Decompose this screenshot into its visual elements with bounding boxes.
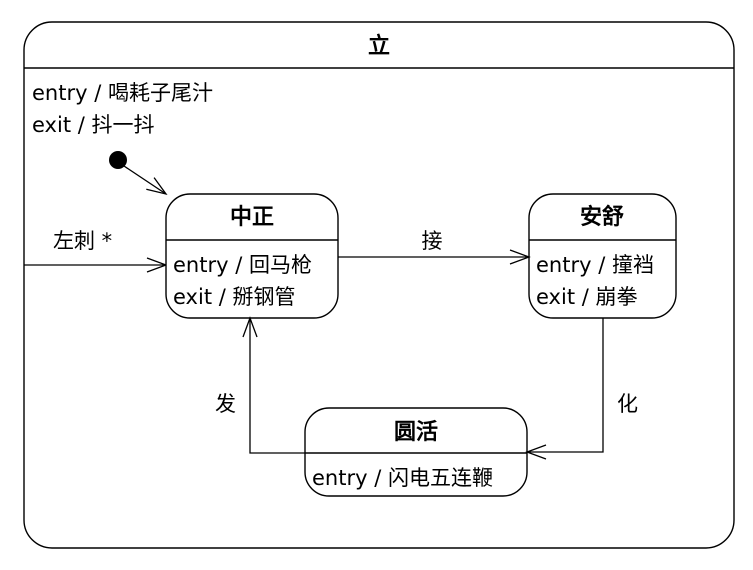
state-anshu-title: 安舒 <box>580 204 624 230</box>
state-zhongzheng-entry-action: entry / 回马枪 <box>173 253 312 277</box>
transition-yuanhuo-to-zhongzheng <box>242 316 305 454</box>
transition-anshu-to-yuanhuo-label: 化 <box>617 392 638 416</box>
initial-pseudostate <box>109 151 127 169</box>
state-yuanhuo-title: 圆活 <box>394 420 438 445</box>
state-yuanhuo-entry-action: entry / 闪电五连鞭 <box>312 466 493 490</box>
composite-state-exit-action: exit / 抖一抖 <box>32 113 154 137</box>
composite-state-li[interactable]: 立 entry / 喝耗子尾汁 exit / 抖一抖 <box>23 21 735 549</box>
transition-anshu-to-yuanhuo <box>525 318 604 460</box>
state-zhongzheng-title: 中正 <box>230 205 274 230</box>
state-zhongzheng[interactable]: 中正 entry / 回马枪 exit / 掰钢管 <box>165 193 339 319</box>
transition-zhongzheng-to-anshu-label: 接 <box>422 229 443 253</box>
composite-state-entry-action: entry / 喝耗子尾汁 <box>32 81 213 105</box>
transition-yuanhuo-to-zhongzheng-label: 发 <box>215 392 236 416</box>
state-anshu-entry-action: entry / 撞裆 <box>536 253 654 277</box>
state-zhongzheng-exit-action: exit / 掰钢管 <box>173 285 295 309</box>
state-anshu-exit-action: exit / 崩拳 <box>536 285 637 309</box>
composite-state-title: 立 <box>368 33 390 59</box>
state-yuanhuo[interactable]: 圆活 entry / 闪电五连鞭 <box>304 407 528 497</box>
state-anshu[interactable]: 安舒 entry / 撞裆 exit / 崩拳 <box>528 193 677 319</box>
composite-state-border <box>23 21 735 549</box>
initial-transition-arrow <box>123 165 168 196</box>
entry-transition-label: 左刺 * <box>53 229 112 253</box>
